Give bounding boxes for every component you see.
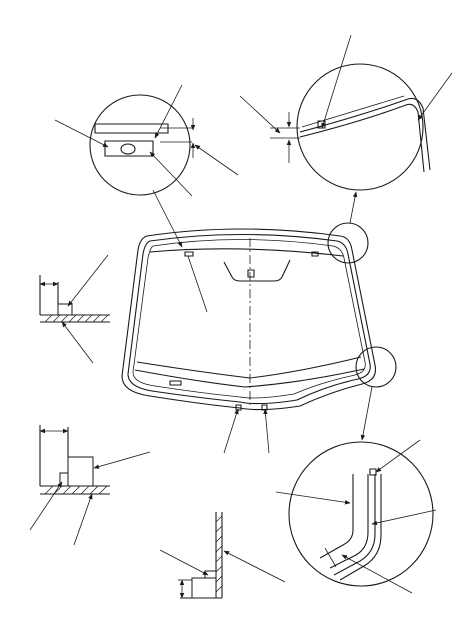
detail-ref-circle-upper-right (328, 223, 368, 263)
section-d-profile (39, 255, 110, 363)
windshield-glass (122, 229, 375, 410)
detail-b-circle (270, 64, 430, 190)
detail-a-circle (90, 95, 192, 195)
section-f-profile (160, 512, 285, 599)
windshield-bottom-leaders (224, 408, 269, 453)
detail-b-leaders (240, 35, 452, 223)
detail-c-circle (289, 442, 433, 586)
detail-c-leaders (276, 387, 436, 593)
detail-ref-circle-lower-right (356, 347, 396, 387)
detail-a-leaders (55, 85, 238, 312)
section-e-profile (30, 425, 150, 545)
